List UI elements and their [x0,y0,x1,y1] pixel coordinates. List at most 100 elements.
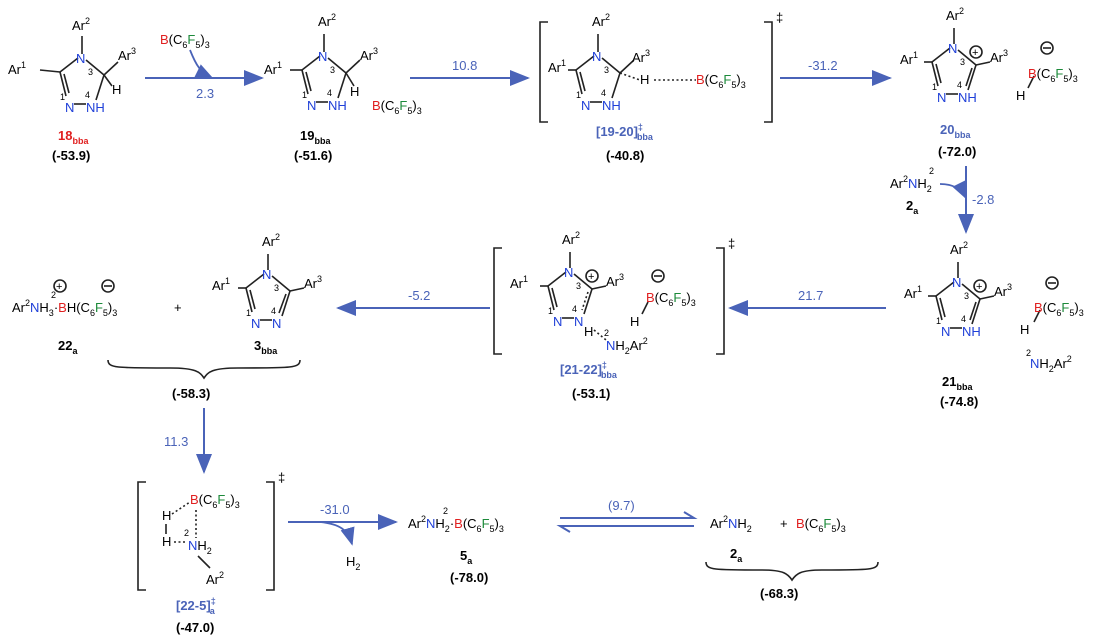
svg-text:4: 4 [85,90,90,100]
svg-text:4: 4 [961,314,966,324]
svg-text:B(C6F5)3: B(C6F5)3 [696,72,746,90]
svg-text:3bba: 3bba [254,338,278,356]
svg-text:NH2: NH2 [188,538,212,556]
svg-text:(-68.3): (-68.3) [760,586,798,601]
svg-text:Ar1: Ar1 [8,60,26,77]
svg-text:Ar1: Ar1 [510,274,528,291]
svg-text:Ar3: Ar3 [632,48,650,65]
arrow-a3: -31.2 [780,58,892,86]
svg-text:20bba: 20bba [940,122,971,140]
svg-text:[19-20]‡bba: [19-20]‡bba [596,122,654,142]
svg-text:+: + [976,281,982,293]
svg-text:18bba: 18bba [58,128,89,146]
svg-text:N: N [318,49,327,64]
svg-text:N: N [251,316,260,331]
svg-text:Ar2: Ar2 [262,232,280,249]
nitrogen-atom: N [76,51,85,66]
svg-text:N: N [262,267,271,282]
svg-text:Ar2: Ar2 [946,6,964,23]
svg-text:H: H [1016,88,1025,103]
ts-22-5: ‡ B(C6F5)3 H H 2 NH2 Ar2 [22-5]‡a (-47.0… [137,470,285,635]
svg-text:B(C6F5)3: B(C6F5)3 [372,98,422,116]
svg-text:+: + [56,281,62,293]
svg-text:(-72.0): (-72.0) [938,144,976,159]
svg-text:1: 1 [548,306,553,316]
svg-text:H: H [630,314,639,329]
compound-20bba: Ar2 N 3 + Ar1 Ar3 1 N 4 NH B(C6F5)3 H 20… [900,6,1078,159]
svg-text:21bba: 21bba [942,374,973,392]
svg-text:Ar2NH2: Ar2NH2 [710,514,752,534]
svg-text:2a: 2a [906,198,919,216]
svg-text:3: 3 [330,65,335,75]
svg-text:B(C6F5)3: B(C6F5)3 [1028,66,1078,84]
svg-text:3: 3 [576,281,581,291]
svg-text:22a: 22a [58,338,78,356]
svg-text:H: H [1020,322,1029,337]
svg-text:+: + [780,516,788,531]
reagent-bcf-1: B(C6F5)3 [160,32,214,79]
svg-text:2: 2 [51,290,56,300]
arrow-a7: 11.3 [164,408,212,474]
arrow-a5: 21.7 [728,288,886,316]
ts-19-20: ‡ Ar2 N 3 Ar1 Ar3 H B(C6F5)3 1 N 4 NH [1… [539,10,783,163]
svg-text:4: 4 [601,88,606,98]
svg-text:11.3: 11.3 [164,434,188,449]
svg-text:4: 4 [271,306,276,316]
svg-text:3: 3 [274,283,279,293]
svg-text:1: 1 [576,90,581,100]
svg-text:(9.7): (9.7) [608,498,635,513]
svg-text:3: 3 [964,291,969,301]
svg-text:4: 4 [327,88,332,98]
svg-text:Ar2: Ar2 [592,12,610,29]
svg-text:19bba: 19bba [300,128,331,146]
svg-text:N: N [564,265,573,280]
svg-text:3: 3 [960,57,965,67]
compound-18bba: Ar2 N 3 Ar1 Ar3 H 1 N 4 NH 18bba (-53.9) [8,16,136,163]
svg-text:-2.8: -2.8 [972,192,994,207]
svg-text:H: H [350,84,359,99]
svg-text:NH2Ar2: NH2Ar2 [1030,354,1072,374]
svg-text:Ar1: Ar1 [904,284,922,301]
svg-text:N: N [307,98,316,113]
svg-text:Ar2NH2: Ar2NH2 [890,174,932,194]
svg-text:(-74.8): (-74.8) [940,394,978,409]
arrow-a8: -31.0 H2 [288,502,398,572]
svg-text:Ar2: Ar2 [562,230,580,247]
svg-text:Ar2NH3·BH(C6F5)3: Ar2NH3·BH(C6F5)3 [12,298,117,318]
svg-text:2.3: 2.3 [196,86,214,101]
svg-text:10.8: 10.8 [452,58,477,73]
svg-text:N: N [581,98,590,113]
svg-text:+: + [588,271,594,283]
svg-text:Ar3: Ar3 [360,46,378,63]
svg-text:Ar2NH2·B(C6F5)3: Ar2NH2·B(C6F5)3 [408,514,504,534]
compound-5a: Ar2NH2·B(C6F5)3 2 5a (-78.0) [408,506,504,585]
arrow-a4: -2.8 [958,166,994,234]
compound-2a-bcf: Ar2NH2 + B(C6F5)3 2a (-68.3) [705,514,879,601]
svg-text:3: 3 [88,67,93,77]
svg-text:Ar2: Ar2 [950,240,968,257]
svg-text:NH: NH [86,100,105,115]
svg-text:B(C6F5)3: B(C6F5)3 [160,32,210,50]
svg-text:-31.0: -31.0 [320,502,350,517]
triazoline-ring [39,36,119,105]
svg-text:1: 1 [302,90,307,100]
svg-text:B(C6F5)3: B(C6F5)3 [1034,300,1084,318]
svg-text:Ar1: Ar1 [900,50,918,67]
svg-text:+: + [972,47,978,59]
svg-text:(-51.6): (-51.6) [294,148,332,163]
svg-text:NH: NH [328,98,347,113]
compound-21bba: Ar2 N 3 + Ar1 Ar3 1 N 4 NH B(C6F5)3 H 2 … [904,240,1084,409]
svg-text:H: H [640,72,649,87]
svg-text:H2: H2 [346,554,360,572]
ts-21-22: ‡ Ar2 N 3 + Ar1 Ar3 1 N 4 N H 2 NH2Ar2 B… [493,230,735,401]
svg-text:N: N [272,316,281,331]
svg-text:Ar2: Ar2 [318,12,336,29]
svg-text:H: H [112,82,121,97]
svg-text:NH: NH [962,324,981,339]
svg-text:Ar3: Ar3 [990,48,1008,65]
svg-text:NH2Ar2: NH2Ar2 [606,336,648,356]
svg-text:Ar3: Ar3 [606,272,624,289]
svg-text:B(C6F5)3: B(C6F5)3 [796,516,846,534]
svg-text:(-58.3): (-58.3) [172,386,210,401]
